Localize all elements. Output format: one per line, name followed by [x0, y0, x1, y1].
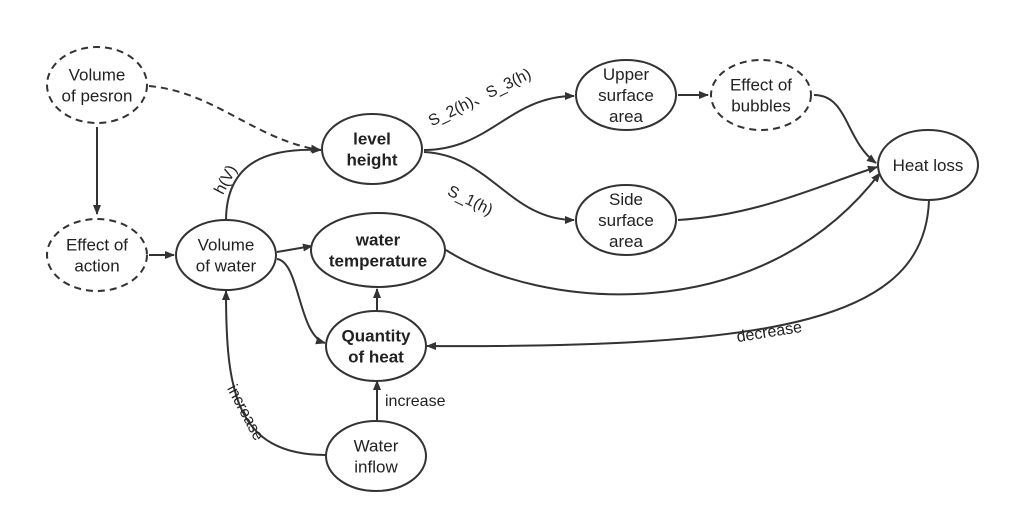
edge-level-to-side: [423, 151, 575, 224]
node-label: Water inflow: [354, 437, 399, 477]
node-label-line: area: [609, 232, 644, 251]
edge-level-to-upper: [423, 92, 575, 151]
node-label-line: area: [609, 107, 644, 126]
node-label-line: temperature: [329, 252, 427, 271]
node-label-line: Side: [609, 190, 643, 209]
node-label-line: Effect of: [730, 76, 792, 95]
edge-inflow-to-water: [222, 290, 327, 456]
node-label: Effect of bubbles: [730, 76, 792, 116]
node-label-line: Heat loss: [893, 156, 964, 175]
edge-water-to-heat: [276, 258, 326, 345]
node-heat-loss: Heat loss: [877, 129, 979, 201]
node-label-line: surface: [598, 211, 654, 230]
node-label-line: of heat: [348, 348, 404, 367]
edge-loss-to-heat: [426, 199, 930, 351]
node-level-height: level height: [321, 113, 423, 185]
node-label: Upper surface area: [598, 65, 654, 126]
node-effect-of-action: Effect of action: [46, 218, 148, 292]
node-label: Volume of pesron: [62, 66, 133, 106]
node-label-line: inflow: [354, 458, 398, 477]
edge-bubbles-to-loss: [813, 94, 877, 164]
node-water-inflow: Water inflow: [325, 420, 427, 492]
edge-temp-to-loss: [445, 172, 881, 296]
node-side-surface-area: Side surface area: [575, 184, 677, 256]
node-label-line: of water: [196, 257, 257, 276]
node-label: Heat loss: [893, 156, 964, 175]
node-effect-of-bubbles: Effect of bubbles: [710, 59, 812, 131]
edge-label-increase-heat: increase: [385, 393, 446, 410]
edge-side-to-loss: [677, 165, 878, 221]
node-label: water temperature: [329, 231, 427, 271]
node-label-line: Quantity: [342, 327, 411, 346]
edge-water-to-level: [225, 145, 322, 222]
node-label-line: Volume: [198, 236, 255, 255]
edge-label-s1: S_1(h): [445, 183, 496, 219]
node-label-line: Upper: [603, 65, 650, 84]
node-label-line: Volume: [69, 66, 126, 85]
node-label: Volume of water: [196, 236, 257, 276]
node-label: Side surface area: [598, 190, 654, 251]
node-upper-surface-area: Upper surface area: [575, 59, 677, 131]
node-label-line: Effect of: [66, 236, 128, 255]
edge-water-to-temp: [276, 243, 313, 253]
edge-label-increase-water: increase: [223, 382, 266, 443]
node-label-line: Water: [354, 437, 399, 456]
node-label-line: surface: [598, 86, 654, 105]
node-volume-of-water: Volume of water: [175, 219, 277, 291]
node-label-line: action: [74, 257, 119, 276]
edge-label-decrease: decrease: [735, 319, 803, 346]
node-label: Effect of action: [66, 236, 128, 276]
node-label: Quantity of heat: [342, 327, 411, 367]
node-quantity-of-heat: Quantity of heat: [325, 310, 427, 382]
edge-label-s2-s3: S_2(h)、S_3(h): [426, 66, 534, 130]
node-label-line: bubbles: [731, 97, 791, 116]
node-water-temperature: water temperature: [310, 212, 446, 288]
node-label-line: of pesron: [62, 87, 133, 106]
node-label-line: height: [347, 151, 398, 170]
node-label-line: water: [355, 231, 401, 250]
node-label-line: level: [353, 130, 391, 149]
node-label: level height: [347, 130, 398, 170]
node-volume-of-person: Volume of pesron: [46, 46, 148, 124]
edge-person-to-level: [148, 85, 321, 153]
